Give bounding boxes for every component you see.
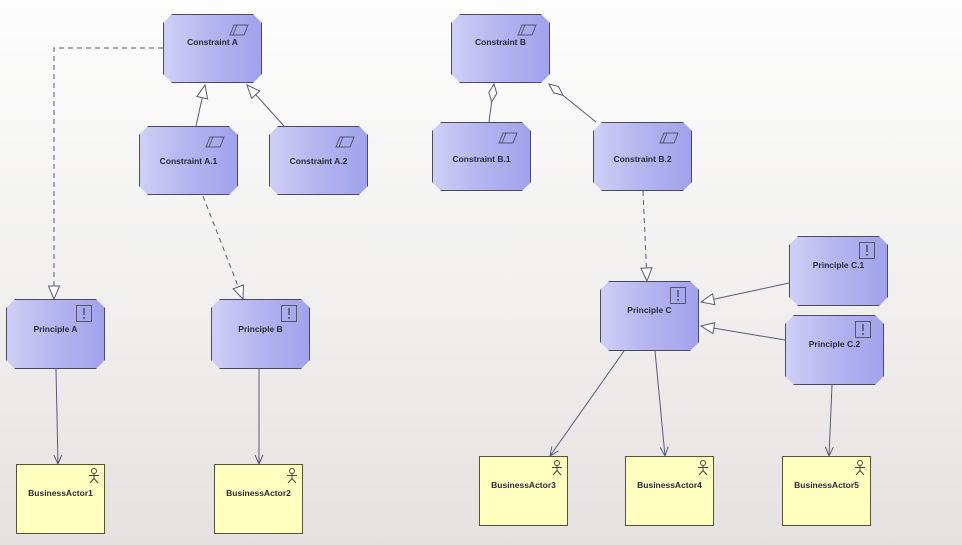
business-actor-5-label: BusinessActor5 <box>794 480 859 490</box>
business-actor-3-node[interactable]: BusinessActor3 <box>479 456 568 526</box>
edge-constraint-a1-to-constraint-a-hollow-arrowhead <box>195 83 209 100</box>
edge-principle-c-to-actor-4-line <box>654 350 666 457</box>
stick-figure-icon <box>853 460 867 478</box>
parallelogram-icon <box>498 132 518 146</box>
edge-principle-c1-to-principle-c-hollow-arrowhead <box>699 293 716 306</box>
edge-constraint-a2-to-constraint-a-hollow-arrowhead <box>246 84 261 100</box>
principle-b-node[interactable]: Principle B <box>211 299 310 369</box>
parallelogram-icon <box>659 132 679 146</box>
principle-c-node[interactable]: Principle C <box>600 281 699 351</box>
edge-constraint-a-to-principle-a-hollow-arrowhead <box>47 285 61 301</box>
stick-figure-icon <box>550 460 564 478</box>
edge-principle-c2-to-principle-c-hollow-arrowhead <box>699 322 716 335</box>
constraint-b2-label: Constraint B.2 <box>613 154 672 164</box>
business-actor-2-label: BusinessActor2 <box>226 488 291 498</box>
constraint-b-node[interactable]: Constraint B <box>451 14 550 83</box>
constraint-b1-node[interactable]: Constraint B.1 <box>432 122 531 191</box>
business-actor-4-node[interactable]: BusinessActor4 <box>625 456 714 526</box>
principle-a-node[interactable]: Principle A <box>6 299 105 369</box>
edge-principle-c-to-actor-3-line <box>549 350 625 457</box>
edge-constraint-a1-to-principle-b-hollow-arrowhead <box>232 284 244 301</box>
stick-figure-icon <box>285 468 299 486</box>
edge-principle-a-to-actor-1-line <box>55 368 59 465</box>
parallelogram-icon <box>335 136 355 150</box>
parallelogram-icon <box>205 136 225 150</box>
principle-c1-label: Principle C.1 <box>812 260 865 270</box>
constraint-a-label: Constraint A <box>187 36 238 47</box>
parallelogram-icon <box>517 24 537 38</box>
constraint-b1-label: Constraint B.1 <box>452 154 511 164</box>
exclamation-box-icon <box>859 242 875 261</box>
edge-constraint-b1-to-constraint-b-hollow-diamond <box>488 82 498 104</box>
stick-figure-icon <box>87 468 101 486</box>
constraint-b-label: Constraint B <box>475 36 526 47</box>
parallelogram-icon <box>229 24 249 38</box>
constraint-a1-node[interactable]: Constraint A.1 <box>139 126 238 195</box>
edge-constraint-b2-to-principle-c-line <box>642 190 648 282</box>
edge-constraint-b2-to-principle-c-hollow-arrowhead <box>640 267 653 283</box>
business-actor-5-node[interactable]: BusinessActor5 <box>782 456 871 526</box>
edge-constraint-a-to-principle-a-line <box>53 47 163 299</box>
edge-constraint-b2-to-constraint-b-hollow-diamond <box>548 83 564 97</box>
edge-principle-c2-to-actor-5-line <box>828 384 833 457</box>
business-actor-4-label: BusinessActor4 <box>637 480 702 490</box>
business-actor-1-node[interactable]: BusinessActor1 <box>16 464 105 534</box>
business-actor-3-label: BusinessActor3 <box>491 480 556 490</box>
business-actor-2-node[interactable]: BusinessActor2 <box>214 464 303 534</box>
stick-figure-icon <box>696 460 710 478</box>
exclamation-box-icon <box>670 287 686 306</box>
principle-c2-label: Principle C.2 <box>808 339 861 349</box>
constraint-a2-node[interactable]: Constraint A.2 <box>269 126 368 195</box>
exclamation-box-icon <box>855 321 871 340</box>
constraint-a1-label: Constraint A.1 <box>159 155 218 166</box>
edge-principle-c1-to-principle-c-line <box>700 282 790 303</box>
principle-b-label: Principle B <box>238 324 283 334</box>
exclamation-box-icon <box>76 305 92 324</box>
constraint-a-node[interactable]: Constraint A <box>163 14 262 83</box>
constraint-a2-label: Constraint A.2 <box>289 155 348 166</box>
edge-constraint-a1-to-principle-b-line <box>202 195 244 300</box>
principle-c2-node[interactable]: Principle C.2 <box>785 315 884 385</box>
exclamation-box-icon <box>281 305 297 324</box>
principle-a-label: Principle A <box>33 324 78 334</box>
principle-c-label: Principle C <box>627 305 672 315</box>
principle-c1-node[interactable]: Principle C.1 <box>789 236 888 306</box>
constraint-b2-node[interactable]: Constraint B.2 <box>593 122 692 191</box>
business-actor-1-label: BusinessActor1 <box>28 488 93 498</box>
edge-principle-c2-to-principle-c-line <box>700 325 786 341</box>
